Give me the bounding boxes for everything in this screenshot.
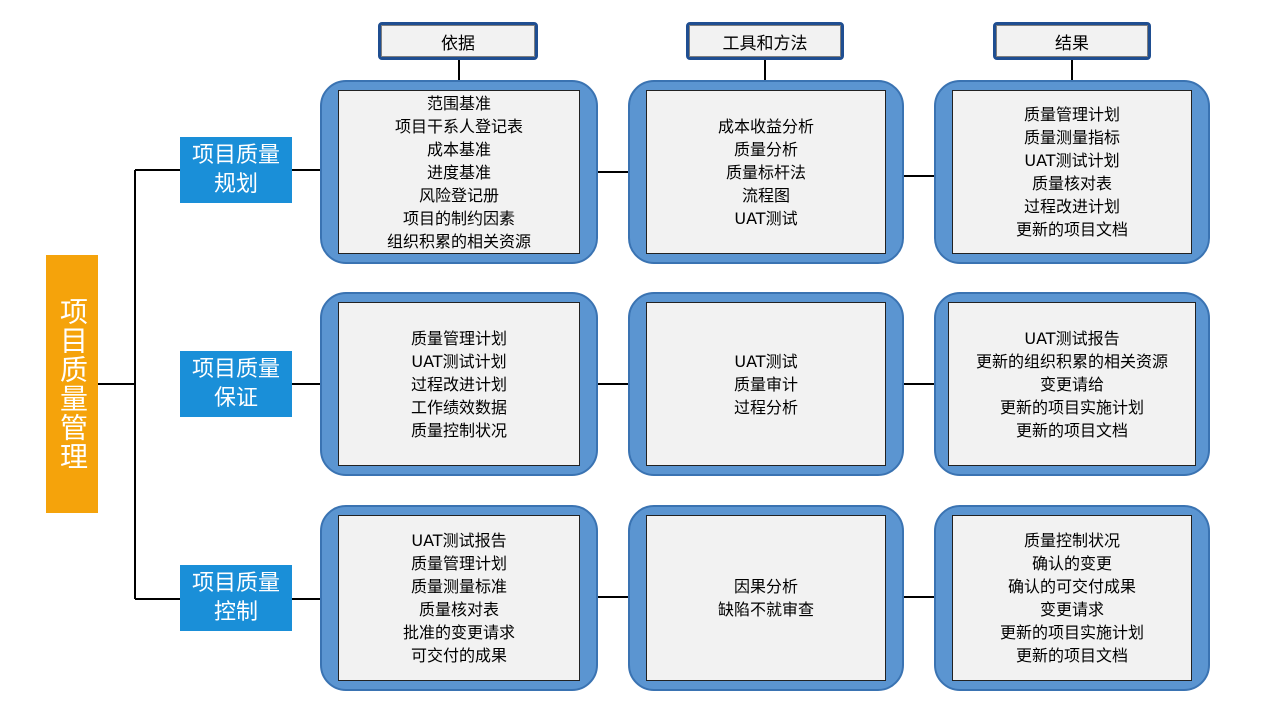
list-item: 项目干系人登记表: [394, 116, 523, 136]
list-item: UAT测试报告: [411, 531, 507, 550]
list-item: 质量标杆法: [725, 162, 806, 182]
list-item: 成本收益分析: [717, 116, 814, 136]
list-item: 工作绩效数据: [410, 397, 507, 417]
list-item: 质量核对表: [418, 600, 499, 619]
process-box-assurance: 项目质量保证: [180, 351, 292, 417]
cell-content: UAT测试报告 质量管理计划 质量测量标准 质量核对表 批准的变更请求 可交付的…: [338, 515, 580, 681]
cell-planning-tools: 成本收益分析 质量分析 质量标杆法 流程图 UAT测试: [628, 80, 904, 264]
root-label: 项目质量管理: [56, 297, 89, 471]
cell-control-inputs: UAT测试报告 质量管理计划 质量测量标准 质量核对表 批准的变更请求 可交付的…: [320, 505, 598, 691]
cell-assurance-tools: UAT测试 质量审计 过程分析: [628, 292, 904, 476]
cell-content: 范围基准 项目干系人登记表 成本基准 进度基准 风险登记册 项目的制约因素 组织…: [338, 90, 580, 254]
list-item: 质量测量标准: [410, 577, 507, 596]
list-item: 组织积累的相关资源: [386, 231, 531, 251]
cell-content: 质量管理计划 质量测量指标 UAT测试计划 质量核对表 过程改进计划 更新的项目…: [952, 90, 1192, 254]
cell-content: UAT测试报告 更新的组织积累的相关资源 变更请给 更新的项目实施计划 更新的项…: [948, 302, 1196, 466]
cell-content: 因果分析 缺陷不就审查: [646, 515, 886, 681]
cell-content: UAT测试 质量审计 过程分析: [646, 302, 886, 466]
list-item: 确认的变更: [1031, 554, 1112, 573]
list-item: 过程改进计划: [1023, 197, 1120, 216]
cell-content: 成本收益分析 质量分析 质量标杆法 流程图 UAT测试: [646, 90, 886, 254]
list-item: 质量测量指标: [1023, 128, 1120, 147]
list-item: 质量管理计划: [410, 554, 507, 573]
list-item: UAT测试: [734, 351, 798, 371]
list-item: 更新的项目实施计划: [999, 623, 1144, 642]
process-box-control: 项目质量控制: [180, 565, 292, 631]
process-label: 项目质量规划: [191, 143, 280, 197]
list-item: UAT测试: [734, 208, 798, 228]
list-item: 风险登记册: [418, 185, 499, 205]
list-item: 批准的变更请求: [402, 623, 515, 642]
column-header-tools: 工具和方法: [686, 22, 844, 60]
list-item: 质量控制状况: [410, 420, 507, 440]
list-item: 质量控制状况: [1023, 531, 1120, 550]
list-item: 更新的项目文档: [1015, 420, 1128, 440]
cell-control-tools: 因果分析 缺陷不就审查: [628, 505, 904, 691]
cell-planning-inputs: 范围基准 项目干系人登记表 成本基准 进度基准 风险登记册 项目的制约因素 组织…: [320, 80, 598, 264]
list-item: UAT测试报告: [1024, 328, 1120, 348]
list-item: 过程分析: [733, 397, 798, 417]
list-item: 范围基准: [426, 93, 491, 113]
list-item: 进度基准: [426, 162, 491, 182]
list-item: 过程改进计划: [410, 374, 507, 394]
process-label: 项目质量保证: [191, 357, 280, 411]
process-box-planning: 项目质量规划: [180, 137, 292, 203]
column-header-inputs: 依据: [378, 22, 538, 60]
column-header-label: 结果: [996, 25, 1148, 57]
column-header-label: 工具和方法: [689, 25, 841, 57]
list-item: 质量管理计划: [410, 328, 507, 348]
list-item: 更新的组织积累的相关资源: [975, 351, 1168, 371]
list-item: 质量核对表: [1031, 174, 1112, 193]
list-item: UAT测试计划: [1024, 151, 1120, 170]
cell-content: 质量管理计划 UAT测试计划 过程改进计划 工作绩效数据 质量控制状况: [338, 302, 580, 466]
list-item: 变更请给: [1039, 374, 1104, 394]
list-item: 质量分析: [733, 139, 798, 159]
cell-control-outputs: 质量控制状况 确认的变更 确认的可交付成果 变更请求 更新的项目实施计划 更新的…: [934, 505, 1210, 691]
cell-planning-outputs: 质量管理计划 质量测量指标 UAT测试计划 质量核对表 过程改进计划 更新的项目…: [934, 80, 1210, 264]
list-item: 缺陷不就审查: [717, 600, 814, 619]
list-item: 成本基准: [426, 139, 491, 159]
list-item: 确认的可交付成果: [1007, 577, 1136, 596]
column-header-label: 依据: [381, 25, 535, 57]
list-item: 变更请求: [1039, 600, 1104, 619]
cell-assurance-outputs: UAT测试报告 更新的组织积累的相关资源 变更请给 更新的项目实施计划 更新的项…: [934, 292, 1210, 476]
cell-content: 质量控制状况 确认的变更 确认的可交付成果 变更请求 更新的项目实施计划 更新的…: [952, 515, 1192, 681]
list-item: 可交付的成果: [410, 646, 507, 665]
list-item: 质量管理计划: [1023, 105, 1120, 124]
process-label: 项目质量控制: [191, 571, 280, 625]
list-item: 质量审计: [733, 374, 798, 394]
root-node: 项目质量管理: [46, 255, 98, 513]
list-item: 流程图: [741, 185, 790, 205]
list-item: 项目的制约因素: [402, 208, 515, 228]
column-header-outputs: 结果: [993, 22, 1151, 60]
list-item: 更新的项目文档: [1015, 220, 1128, 239]
list-item: 更新的项目实施计划: [999, 397, 1144, 417]
list-item: 更新的项目文档: [1015, 646, 1128, 665]
list-item: 因果分析: [733, 577, 798, 596]
cell-assurance-inputs: 质量管理计划 UAT测试计划 过程改进计划 工作绩效数据 质量控制状况: [320, 292, 598, 476]
list-item: UAT测试计划: [411, 351, 507, 371]
